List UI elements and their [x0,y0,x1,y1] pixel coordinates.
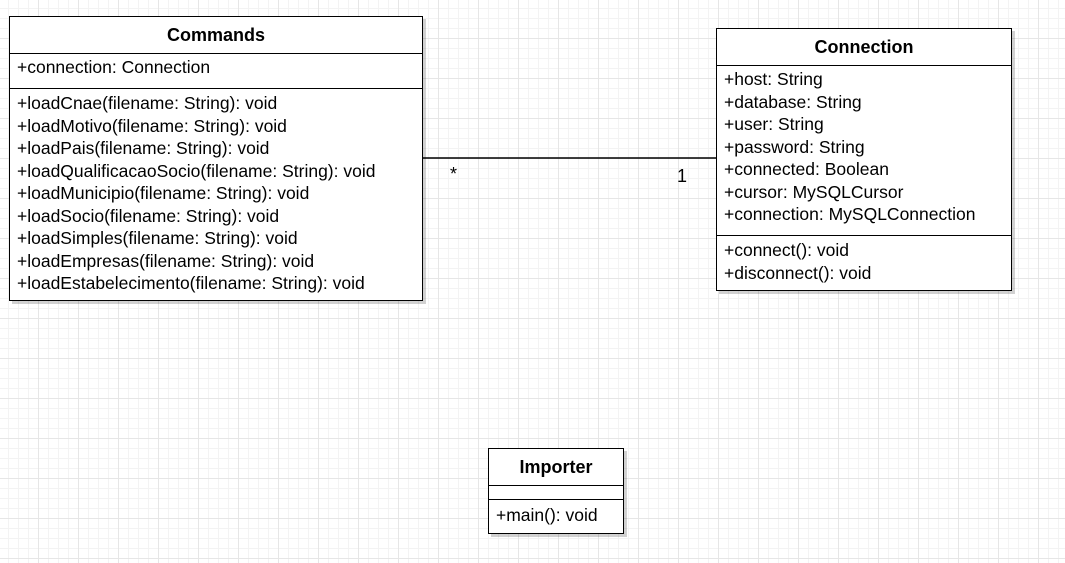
attribute: +connection: Connection [17,57,211,77]
method: +loadPais(filename: String): void [17,138,270,158]
methods-section: +main(): void [489,500,623,527]
method: +loadCnae(filename: String): void [17,93,278,113]
class-name: Importer [489,449,623,486]
attributes-section: +connection: Connection [10,54,422,89]
method: +loadSimples(filename: String): void [17,228,298,248]
attribute: +cursor: MySQLCursor [724,181,904,202]
attribute: +connection: MySQLConnection [724,204,976,224]
method: +loadQualificacaoSocio(filename: String)… [17,160,376,181]
methods-section: +connect(): void +disconnect(): void [717,236,1011,284]
class-commands[interactable]: Commands +connection: Connection +loadCn… [9,16,423,301]
methods-section: +loadCnae(filename: String): void +loadM… [10,89,422,295]
attribute: +host: String [724,69,823,89]
attribute: +database: String [724,91,862,112]
method: +loadMotivo(filename: String): void [17,115,287,136]
class-name: Commands [10,17,422,54]
multiplicity-commands: * [450,164,458,184]
attributes-section: +host: String +database: String +user: S… [717,66,1011,236]
class-connection[interactable]: Connection +host: String +database: Stri… [716,28,1012,291]
method: +disconnect(): void [724,262,872,283]
attribute: +password: String [724,136,865,157]
attribute: +connected: Boolean [724,159,889,179]
method: +loadEmpresas(filename: String): void [17,250,315,271]
class-importer[interactable]: Importer +main(): void [488,448,624,534]
method: +connect(): void [724,240,849,260]
class-name: Connection [717,29,1011,66]
method: +main(): void [496,505,598,525]
attributes-section [489,486,623,500]
method: +loadEstabelecimento(filename: String): … [17,273,365,293]
attribute: +user: String [724,114,824,134]
method: +loadSocio(filename: String): void [17,205,280,226]
multiplicity-connection: 1 [677,166,688,186]
method: +loadMunicipio(filename: String): void [17,183,310,203]
